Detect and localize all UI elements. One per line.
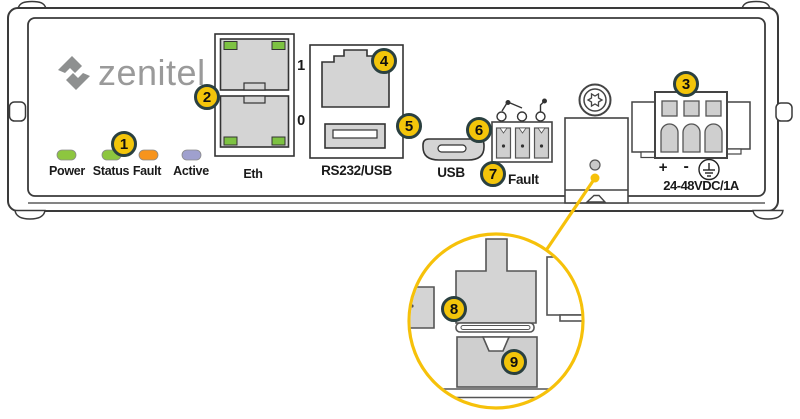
- callout-1-number: 1: [119, 135, 129, 153]
- power-led-label: Power: [48, 164, 85, 178]
- callout-4: 4: [371, 48, 397, 74]
- side-clip-left: [8, 101, 27, 122]
- callout-5-number: 5: [404, 117, 414, 135]
- zenitel-logo-icon: [58, 56, 90, 90]
- callout-2: 2: [194, 84, 220, 110]
- relay-contacts-icon: [496, 98, 548, 122]
- ground-symbol-icon: [698, 158, 720, 181]
- power-plus-label: +: [658, 159, 668, 176]
- power-rating-label: 24-48VDC/1A: [663, 178, 739, 193]
- power-terminal-icon: [631, 91, 751, 159]
- zoom-detail-circle: [407, 232, 585, 410]
- fault-connector-label: Fault: [508, 172, 539, 187]
- status-led-label: Status: [92, 164, 130, 178]
- callout-6: 6: [466, 117, 492, 143]
- foot-bottom-right: [752, 209, 784, 220]
- power-led: [56, 149, 77, 161]
- callout-8-number: 8: [449, 300, 459, 318]
- callout-3: 3: [673, 71, 699, 97]
- mounting-bracket-icon: [564, 117, 629, 204]
- callout-3-number: 3: [681, 75, 691, 93]
- callout-7: 7: [480, 161, 506, 187]
- detail-card-slot: [455, 322, 535, 333]
- micro-usb-port-icon: [422, 138, 485, 161]
- power-minus-label: -: [683, 158, 689, 175]
- bracket-latch: [585, 194, 607, 203]
- eth-label: Eth: [243, 167, 263, 181]
- torx-screw-icon: [578, 83, 612, 117]
- eth-port-0-label: 0: [297, 113, 305, 129]
- callout-6-number: 6: [474, 121, 484, 139]
- sd-slot-detail: [410, 238, 582, 399]
- callout-9-number: 9: [509, 353, 519, 371]
- bracket-hole: [589, 159, 601, 171]
- active-led: [181, 149, 202, 161]
- callout-7-number: 7: [488, 165, 498, 183]
- fault-led: [138, 149, 159, 161]
- detail-bracket-body: [455, 238, 537, 324]
- zoom-leader-line: [545, 173, 600, 250]
- fault-led-label: Fault: [132, 164, 162, 178]
- eth-port-1-label: 1: [297, 58, 305, 74]
- usb-label: USB: [437, 165, 465, 180]
- callout-2-number: 2: [202, 88, 212, 106]
- brand-wordmark: zenitel: [98, 52, 206, 93]
- fault-connector-icon: [491, 121, 553, 163]
- callout-1: 1: [111, 131, 137, 157]
- callout-8: 8: [441, 296, 467, 322]
- rs232-usb-label: RS232/USB: [321, 163, 392, 178]
- detail-card-notch: [481, 336, 511, 352]
- side-clip-right: [775, 102, 793, 122]
- ethernet-ports-icon: [214, 33, 295, 157]
- callout-9: 9: [501, 349, 527, 375]
- foot-bottom-left: [14, 209, 46, 220]
- callout-5: 5: [396, 113, 422, 139]
- callout-4-number: 4: [379, 52, 389, 70]
- active-led-label: Active: [173, 164, 209, 178]
